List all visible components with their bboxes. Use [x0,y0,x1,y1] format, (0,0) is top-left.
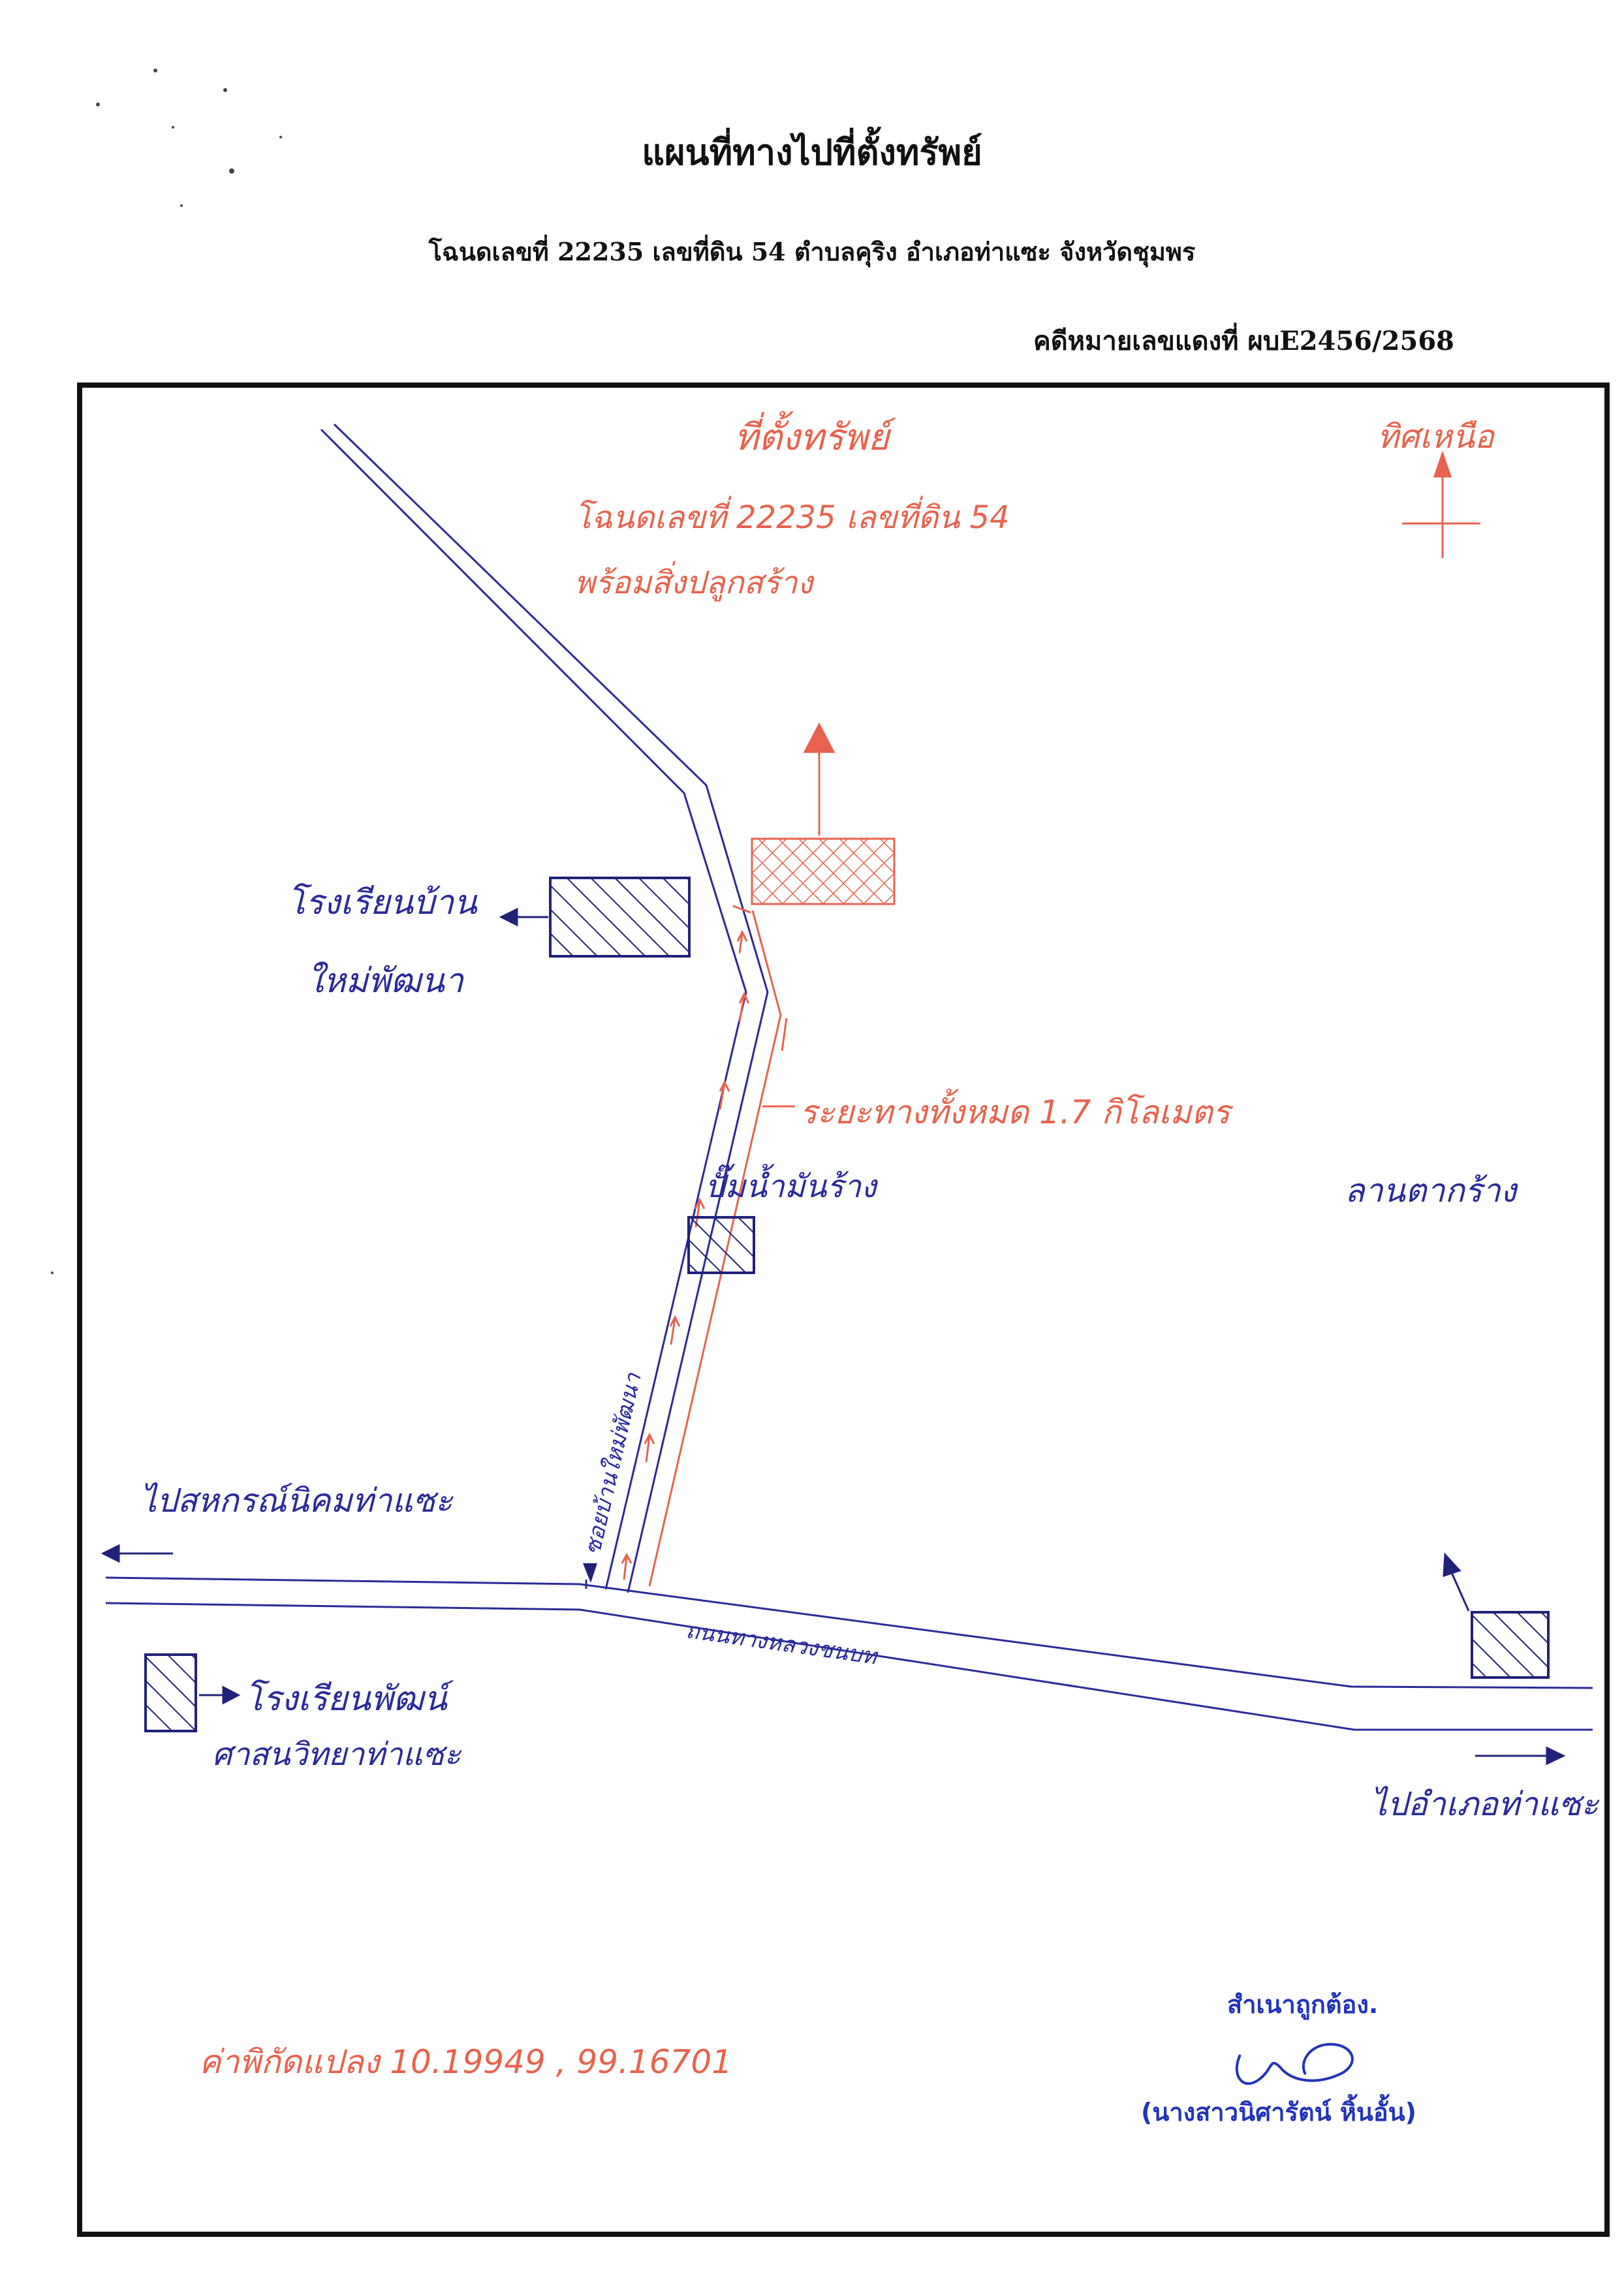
signature-icon [1235,2042,1354,2085]
route-line [648,905,782,1587]
alley-road [320,423,769,1593]
north-arrow [1402,450,1480,558]
distance-label: ระยะทางทั้งหมด 1.7 กิโลเมตร [800,1093,1230,1131]
to-district-label: ไปอำเภอท่าแซะ [1371,1785,1599,1823]
abandoned-building [1471,1611,1550,1679]
deed-subtitle: โฉนดเลขที่ 22235 เลขที่ดิน 54 ตำบลคุริง … [428,237,1196,266]
signer-name: (นางสาวนิศารัตน์ หิ้นอั้น) [1141,2098,1417,2127]
north-label: ทิศเหนือ [1377,418,1494,456]
abandoned-building-label: ลานตากร้าง [1345,1172,1517,1209]
property-pointer-arrow [803,722,835,835]
school-south-arrow [199,1685,241,1705]
certified-copy-label: สำเนาถูกต้อง. [1227,1990,1379,2019]
school-south-line2: ศาสนวิทยาท่าแซะ [212,1736,461,1773]
school-north-line1: โรงเรียนบ้าน [287,883,477,922]
page-title: แผนที่ทางไปที่ตั้งทรัพย์ [642,131,982,173]
scan-specks [51,69,282,1274]
coordinates-label: ค่าพิกัดแปลง 10.19949 , 99.16701 [199,2043,732,2081]
gas-station-building [687,1216,755,1274]
property-deed-line: โฉนดเลขที่ 22235 เลขที่ดิน 54 [574,499,1010,536]
to-cooperative-arrow [101,1544,173,1563]
property-heading: ที่ตั้งทรัพย์ [734,416,890,459]
school-north-building [549,877,691,958]
school-south-line1: โรงเรียนพัฒน์ [245,1679,447,1719]
case-number: คดีหมายเลขแดงที่ ผบE2456/2568 [1033,326,1454,356]
gas-station-label: ปั๊มน้ำมันร้าง [705,1168,877,1205]
property-structures-line: พร้อมสิ่งปลูกสร้าง [574,565,813,601]
property-parcel [751,837,896,905]
map-frame [77,382,1610,2237]
school-north-line2: ใหม่พัฒนา [307,961,463,1001]
abandoned-building-arrow [1443,1552,1470,1612]
school-north-arrow [499,907,548,927]
route-direction-arrows [621,929,788,1580]
alley-pointer-icon [583,1563,597,1583]
main-road [105,1576,1593,1731]
to-district-arrow [1475,1746,1566,1766]
school-south-building [144,1653,197,1732]
to-cooperative-label: ไปสหกรณ์นิคมท่าแซะ [140,1482,453,1520]
